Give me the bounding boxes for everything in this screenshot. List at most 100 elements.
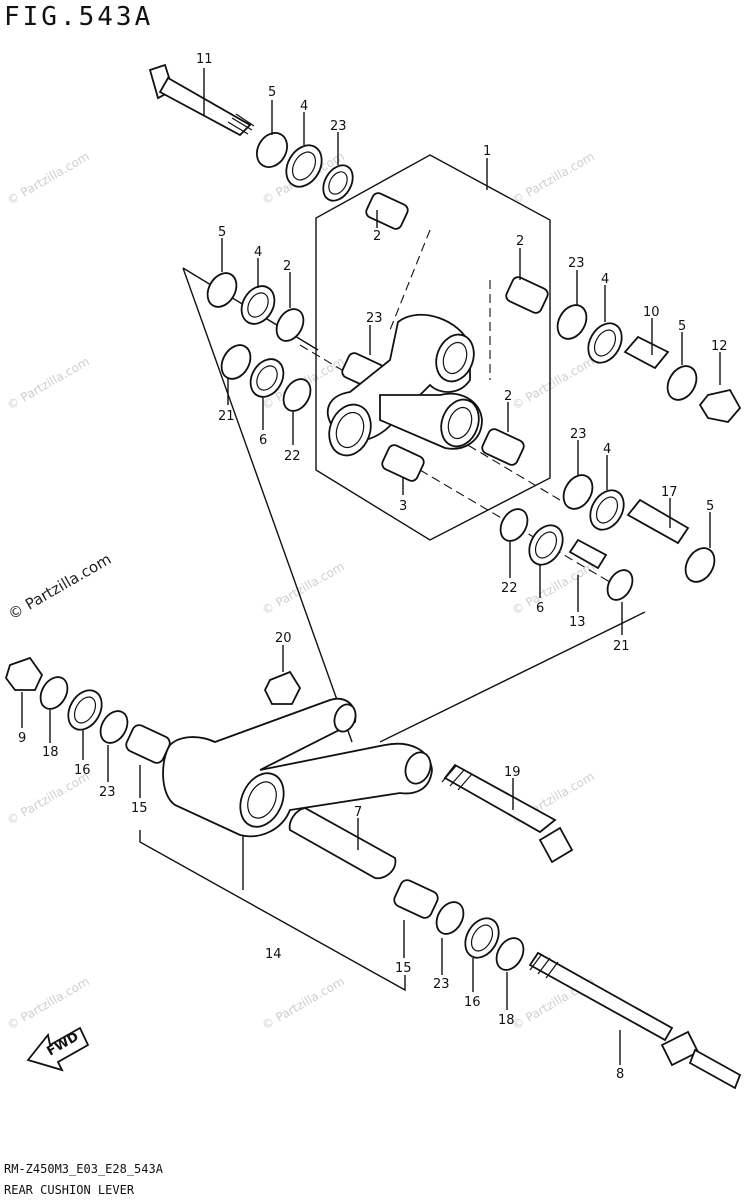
callout-22: 22 [501,581,518,596]
callout-4: 4 [603,442,611,457]
washer-22[interactable] [495,504,533,545]
watermark-text: © Partzilla.com [510,559,597,617]
washer-23[interactable] [558,470,599,514]
callout-20: 20 [275,631,292,646]
oil-seal-4[interactable] [584,484,631,535]
callout-13: 13 [569,615,586,630]
callout-6: 6 [536,601,544,616]
callout-14: 14 [265,947,282,962]
callout-23: 23 [99,785,116,800]
diagram-name: REAR CUSHION LEVER [4,1183,135,1197]
watermark-text: © Partzilla.com [510,354,597,412]
oil-seal-16[interactable] [62,684,109,735]
figure-title: FIG.543A [4,2,154,32]
callout-15: 15 [131,801,148,816]
callout-2: 2 [516,234,524,249]
oil-seal-4-inner [291,151,317,181]
cushion-rod-1[interactable] [322,313,485,462]
watermark-text: © Partzilla.com [5,974,92,1032]
bolt-19[interactable] [441,763,574,864]
spacer-5[interactable] [202,268,243,312]
washer-23[interactable] [431,897,469,938]
callout-2: 2 [504,389,512,404]
callout-3: 3 [399,499,407,514]
callout-11: 11 [196,52,213,67]
bracket-right [379,611,646,743]
bearing-2[interactable] [364,191,409,231]
spacer-5[interactable] [662,361,703,405]
callout-17: 17 [661,485,678,500]
oil-seal-6[interactable] [523,519,570,570]
spacer-5[interactable] [251,127,293,172]
collar-7[interactable] [288,807,397,880]
callout-23: 23 [570,427,587,442]
washer-23-inner [328,171,348,195]
rod-assembly-outline [315,154,551,541]
oil-seal-4[interactable] [582,317,629,368]
collar-13[interactable] [568,538,608,570]
callout-15: 15 [395,961,412,976]
collar-17[interactable] [626,498,690,545]
bearing-2[interactable] [504,275,549,315]
oil-seal-4[interactable] [279,139,329,193]
watermark-text: © Partzilla.com [510,149,597,207]
callout-labels: 11 5 4 23 1 2 2 5 4 23 2 23 4 10 5 12 21… [18,52,728,1082]
callout-5: 5 [218,225,226,240]
washer-23[interactable] [95,706,133,747]
callout-22: 22 [284,449,301,464]
bolt-11[interactable] [148,63,255,137]
forward-arrow-icon: FWD [26,1026,90,1072]
bracket-14 [139,830,406,992]
spacer-5[interactable] [680,543,721,587]
callout-4: 4 [300,99,308,114]
washer-23[interactable] [552,300,593,344]
nut-9[interactable] [5,656,44,691]
callout-18: 18 [42,745,59,760]
washer-23[interactable] [271,304,309,345]
callout-23: 2 [283,259,291,274]
callout-10: 10 [643,305,660,320]
spacer-21[interactable] [602,566,637,605]
callout-21: 21 [613,639,630,654]
callout-5: 5 [678,319,686,334]
watermark-text: © Partzilla.com [5,149,92,207]
callout-19: 19 [504,765,521,780]
spacer-21[interactable] [216,340,257,384]
callout-5: 5 [706,499,714,514]
spacer-18[interactable] [35,672,73,713]
washer-22[interactable] [278,374,316,415]
watermark-text: © Partzilla.com [5,354,92,412]
nut-20[interactable] [263,670,302,705]
bolt-8[interactable] [528,951,742,1090]
callout-18: 18 [498,1013,515,1028]
bearing-3[interactable] [380,443,425,483]
callout-2: 23 [366,311,383,326]
callout-1: 1 [483,144,491,159]
bearing-15[interactable] [392,878,440,920]
callout-6: 6 [259,433,267,448]
bearing-2[interactable] [480,427,525,467]
watermark-text: © Partzilla.com [260,974,347,1032]
callout-12: 12 [711,339,728,354]
callout-21: 21 [218,409,235,424]
oil-seal-16[interactable] [459,912,506,963]
watermark-text: © Partzilla.com [260,559,347,617]
diagram-code: RM-Z450M3_E03_E28_543A [4,1162,163,1176]
spacer-18[interactable] [491,933,529,974]
callout-16: 16 [464,995,481,1010]
callout-7: 7 [354,805,362,820]
collar-10[interactable] [623,335,670,370]
cushion-lever-14[interactable] [162,697,435,838]
leader-lines [21,68,721,1065]
callout-5: 5 [268,85,276,100]
callout-23: 23 [568,256,585,271]
callout-4: 4 [254,245,262,260]
callout-23: 23 [433,977,450,992]
callout-23: 23 [330,119,347,134]
dashed-bracket-left [182,267,353,743]
nut-12[interactable] [698,388,742,423]
callout-4: 4 [601,272,609,287]
callout-9: 9 [18,731,26,746]
callout-2: 2 [373,229,381,244]
